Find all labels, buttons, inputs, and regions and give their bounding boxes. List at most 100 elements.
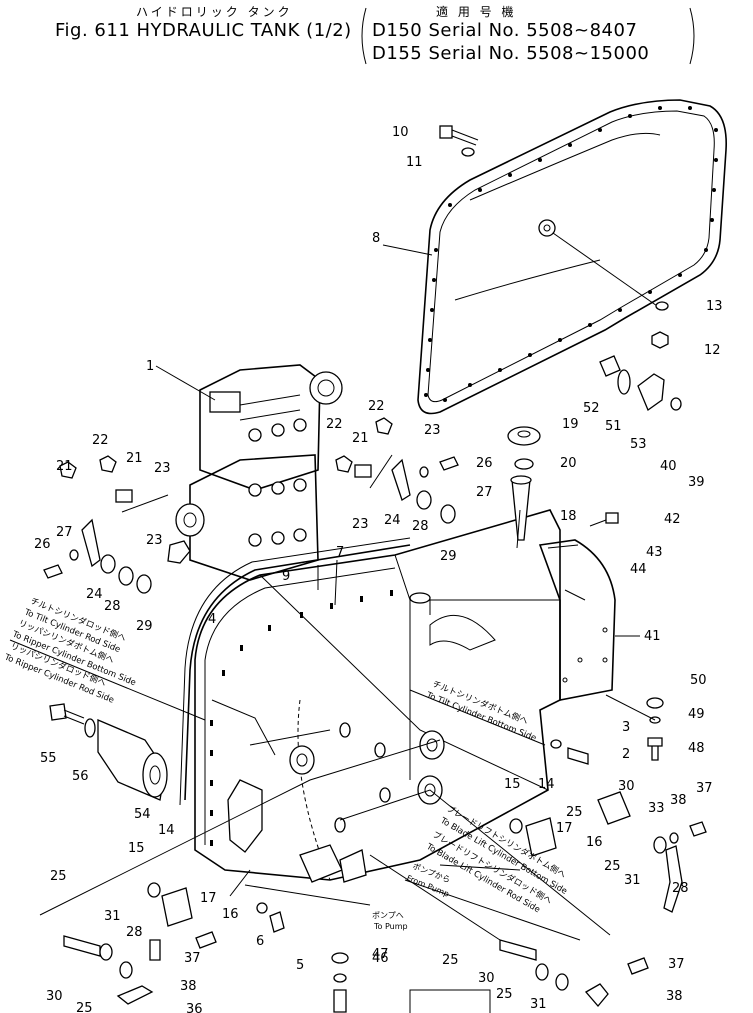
filler-neck — [409, 592, 496, 651]
right-fittings — [550, 697, 707, 913]
callout-52: 52 — [583, 401, 600, 416]
guard-41 — [538, 539, 616, 701]
callout-42: 42 — [664, 512, 681, 527]
callout-25-c: 25 — [604, 859, 621, 874]
callout-28-b: 28 — [412, 519, 429, 534]
callout-22-c: 22 — [368, 399, 385, 414]
bracket-14-left — [147, 882, 193, 927]
callout-47: 47 — [372, 947, 389, 962]
callout-31-a: 31 — [624, 873, 641, 888]
callout-8: 8 — [372, 231, 380, 246]
callout-30-a: 30 — [618, 779, 635, 794]
callout-31-b: 31 — [104, 909, 121, 924]
callout-30-c: 30 — [478, 971, 495, 986]
bolt-10 — [439, 125, 479, 146]
applicable-serials-heading: 適 用 号 機 — [436, 5, 517, 19]
callout-46: 46 — [372, 951, 389, 966]
callout-6: 6 — [256, 934, 264, 949]
callout-37-b: 37 — [184, 951, 201, 966]
callout-24-b: 24 — [384, 513, 401, 528]
callout-39: 39 — [688, 475, 705, 490]
callout-49: 49 — [688, 707, 705, 722]
callout-labels: 1 2 3 4 5 6 7 8 9 10 11 12 13 14 14 15 1… — [34, 125, 723, 1013]
callout-23-a: 23 — [154, 461, 171, 476]
callout-27-b: 27 — [476, 485, 493, 500]
callout-2: 2 — [622, 747, 630, 762]
callout-1: 1 — [146, 359, 154, 374]
callout-12: 12 — [704, 343, 721, 358]
valve-links — [81, 454, 411, 568]
callout-55: 55 — [40, 751, 57, 766]
reference-box — [409, 989, 491, 1013]
callout-17-left: 17 — [200, 891, 217, 906]
small-washers — [43, 417, 459, 594]
serial-range-d150: D150 Serial No. 5508~8407 — [372, 20, 638, 41]
pads-51-53 — [599, 355, 682, 412]
callout-21-a: 21 — [56, 459, 73, 474]
callout-41: 41 — [644, 629, 661, 644]
callout-20: 20 — [560, 456, 577, 471]
callout-56: 56 — [72, 769, 89, 784]
tank-bracket — [227, 779, 263, 853]
lower-pins — [63, 902, 649, 1013]
callout-25-b: 25 — [50, 869, 67, 884]
callout-21-b: 21 — [126, 451, 143, 466]
o-ring-13 — [655, 301, 669, 311]
callout-36: 36 — [186, 1002, 203, 1013]
callout-48: 48 — [688, 741, 705, 756]
tank-cover — [417, 99, 727, 415]
filter-element-54 — [97, 719, 168, 801]
callout-40: 40 — [660, 459, 677, 474]
callout-14-left: 14 — [158, 823, 175, 838]
callout-27-a: 27 — [56, 525, 73, 540]
callout-23-c: 23 — [424, 423, 441, 438]
callout-25-a: 25 — [566, 805, 583, 820]
callout-24-a: 24 — [86, 587, 103, 602]
callout-9: 9 — [282, 569, 290, 584]
callout-18: 18 — [560, 509, 577, 524]
callout-26-b: 26 — [476, 456, 493, 471]
callout-21-c: 21 — [352, 431, 369, 446]
japanese-title: ハイドロリック タンク — [136, 5, 293, 19]
callout-29-a: 29 — [136, 619, 153, 634]
bolt-42 — [589, 512, 619, 527]
callout-16-left: 16 — [222, 907, 239, 922]
callout-51: 51 — [605, 419, 622, 434]
callout-50: 50 — [690, 673, 707, 688]
callout-33: 33 — [648, 801, 665, 816]
gasket-56 — [84, 718, 96, 738]
note-to-pump-en: To Pump — [373, 922, 408, 931]
tank-body — [194, 509, 561, 881]
callout-25-f: 25 — [76, 1001, 93, 1013]
callout-22-b: 22 — [326, 417, 343, 432]
callout-7: 7 — [336, 545, 344, 560]
callout-25-e: 25 — [496, 987, 513, 1002]
callout-19: 19 — [562, 417, 579, 432]
tank-flange-bolts — [210, 590, 393, 846]
callout-4: 4 — [208, 612, 216, 627]
control-valve-upper — [199, 364, 343, 491]
callout-38-b: 38 — [180, 979, 197, 994]
callout-44: 44 — [630, 562, 647, 577]
callout-23-d: 23 — [352, 517, 369, 532]
callout-14-right: 14 — [538, 777, 555, 792]
callout-11: 11 — [406, 155, 423, 170]
bracket-14-right — [509, 817, 557, 857]
callout-15-left: 15 — [128, 841, 145, 856]
routing-notes-right: チルトシリンダボトム側へ To Tilt Cylinder Bottom Sid… — [372, 679, 569, 931]
serial-bracket — [361, 7, 695, 65]
callout-30-b: 30 — [46, 989, 63, 1004]
strainer-18 — [510, 475, 532, 541]
callout-17-right: 17 — [556, 821, 573, 836]
figure-title: Fig. 611 HYDRAULIC TANK (1/2) — [55, 20, 352, 41]
callout-38-c: 38 — [666, 989, 683, 1004]
callout-22-a: 22 — [92, 433, 109, 448]
callout-53: 53 — [630, 437, 647, 452]
callout-28-d: 28 — [126, 925, 143, 940]
callout-37-c: 37 — [668, 957, 685, 972]
tank-port-flanges — [289, 722, 445, 833]
callout-28-c: 28 — [672, 881, 689, 896]
callout-5: 5 — [296, 958, 304, 973]
callout-3: 3 — [622, 720, 630, 735]
